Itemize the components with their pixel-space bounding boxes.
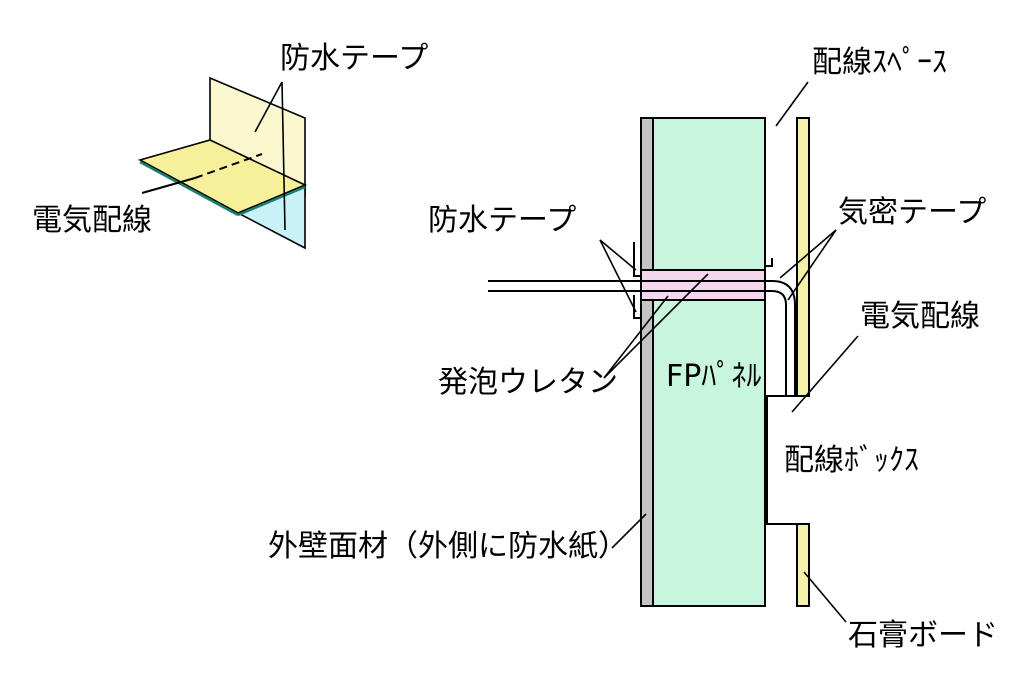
leader-electric-wiring-right	[791, 335, 859, 413]
leader-wiring-space	[775, 81, 809, 127]
label-gypsum-board: 石膏ボード	[848, 618, 998, 653]
exterior-sheathing	[640, 117, 654, 607]
leader-airtight-a	[779, 229, 837, 279]
leader-urethane-b	[603, 295, 669, 379]
wire-bend-inner	[771, 290, 787, 418]
label-wiring-space: 配線ｽﾍﾟｰｽ	[812, 45, 947, 80]
label-electric-wiring-right: 電気配線	[860, 299, 980, 334]
tape-edge-green-2	[237, 185, 306, 217]
label-electric-wiring-left: 電気配線	[32, 203, 152, 238]
leader-waterproof-mid-b	[599, 239, 637, 313]
fp-panel	[652, 117, 766, 607]
tape-edge-green	[139, 160, 239, 217]
urethane-foam	[640, 269, 766, 301]
gypsum-board-upper	[796, 117, 810, 397]
label-fp-panel: FPﾊﾟﾈﾙ	[666, 359, 761, 394]
label-airtight-tape: 気密テープ	[838, 195, 986, 230]
airtight-tape-flange	[765, 258, 773, 267]
wire-solid	[141, 177, 196, 194]
waterproof-tape-flange-upper	[633, 242, 641, 277]
leader-waterproof-mid-a	[599, 239, 637, 271]
leader-airtight-b	[787, 229, 837, 301]
leader-tape-a	[254, 81, 283, 133]
label-wiring-box: 配線ﾎﾞｯｸｽ	[784, 443, 919, 478]
wire-dashed	[194, 153, 263, 179]
label-urethane-foam: 発泡ウレタン	[438, 365, 618, 400]
gypsum-board-lower	[796, 523, 810, 607]
leader-tape-b	[281, 81, 286, 231]
label-exterior-sheathing: 外壁面材（外側に防水紙）	[268, 529, 628, 564]
wiring-box	[766, 395, 797, 525]
tape-horizontal-face	[137, 139, 307, 214]
label-waterproof-tape-top: 防水テープ	[280, 41, 428, 76]
wall-section: 配線ｽﾍﾟｰｽ 防水テープ 気密テープ 電気配線 発泡ウレタン FPﾊﾟﾈﾙ 配…	[268, 45, 998, 653]
leader-gypsum-board	[803, 571, 847, 623]
tape-isometric-detail: 防水テープ 電気配線	[32, 41, 428, 250]
leader-exterior-sheathing	[611, 513, 647, 549]
leader-urethane-a	[603, 273, 709, 379]
wire-bend-outer	[771, 280, 796, 418]
label-waterproof-tape-mid: 防水テープ	[428, 203, 576, 238]
waterproof-tape-flange-lower	[633, 295, 641, 319]
